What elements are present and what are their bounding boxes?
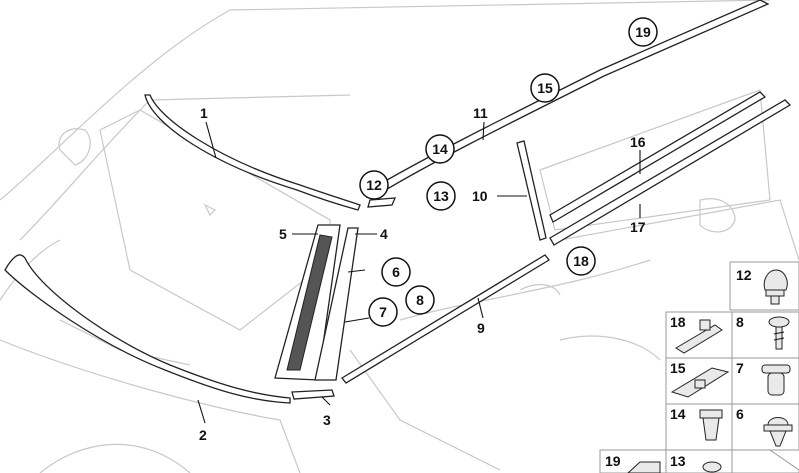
clip-6-icon [763, 417, 793, 447]
label-12: 12 [366, 177, 382, 193]
clip-14-icon [699, 409, 723, 441]
clip-18-icon [675, 319, 723, 354]
label-5: 5 [279, 226, 287, 242]
label-14: 14 [432, 141, 448, 157]
circle-13 [426, 181, 456, 211]
circle-18 [566, 246, 596, 276]
part-3-trim [291, 389, 335, 400]
clip-7-icon [761, 364, 791, 396]
label-17: 17 [630, 219, 646, 235]
panel-label-18: 18 [670, 314, 686, 330]
box-extra [731, 449, 799, 473]
label-18: 18 [573, 253, 589, 269]
clip-19-icon [627, 461, 661, 473]
part-1-roof-moulding [144, 94, 361, 211]
clip-13-icon [702, 461, 722, 473]
part-11-roof-rail [369, 0, 770, 198]
circle-7 [368, 297, 398, 327]
panel-label-15: 15 [670, 360, 686, 376]
label-19: 19 [635, 24, 651, 40]
clips-panel: 12 18 8 15 7 [599, 261, 799, 473]
panel-label-19: 19 [605, 453, 621, 469]
label-3: 3 [323, 412, 331, 428]
part-16-window-moulding [549, 91, 767, 223]
circle-6 [381, 257, 411, 287]
label-15: 15 [537, 80, 553, 96]
part-2-windscreen-moulding [4, 254, 291, 404]
circle-14 [425, 134, 455, 164]
label-16: 16 [630, 134, 646, 150]
panel-label-12: 12 [736, 267, 752, 283]
part-10-door-pillar [516, 140, 547, 241]
panel-label-8: 8 [736, 314, 744, 330]
label-8: 8 [416, 292, 424, 308]
part-17-waist-moulding [549, 99, 792, 246]
panel-label-6: 6 [736, 406, 744, 422]
circle-12 [359, 170, 389, 200]
label-13: 13 [433, 188, 449, 204]
label-9: 9 [477, 320, 485, 336]
circle-15 [530, 73, 560, 103]
clip-15-icon [670, 367, 730, 398]
label-10: 10 [472, 188, 488, 204]
clip-12-icon [763, 269, 788, 305]
label-2: 2 [199, 427, 207, 443]
label-11: 11 [473, 105, 488, 121]
part-4-a-pillar-cover [314, 227, 359, 381]
part-9-door-moulding [341, 254, 550, 384]
panel-label-7: 7 [736, 360, 744, 376]
part-13-end-cap [367, 197, 397, 208]
circle-19 [628, 17, 658, 47]
circle-8 [405, 285, 435, 315]
panel-label-13: 13 [670, 453, 686, 469]
part-5-inner [286, 234, 333, 371]
label-4: 4 [380, 226, 388, 242]
labels: 1 2 3 4 5 6 7 8 9 10 11 12 13 14 15 16 [197, 17, 658, 443]
screw-8-icon [768, 316, 790, 350]
panel-label-14: 14 [670, 406, 686, 422]
label-1: 1 [200, 105, 208, 121]
label-7: 7 [379, 304, 387, 320]
label-6: 6 [392, 264, 400, 280]
